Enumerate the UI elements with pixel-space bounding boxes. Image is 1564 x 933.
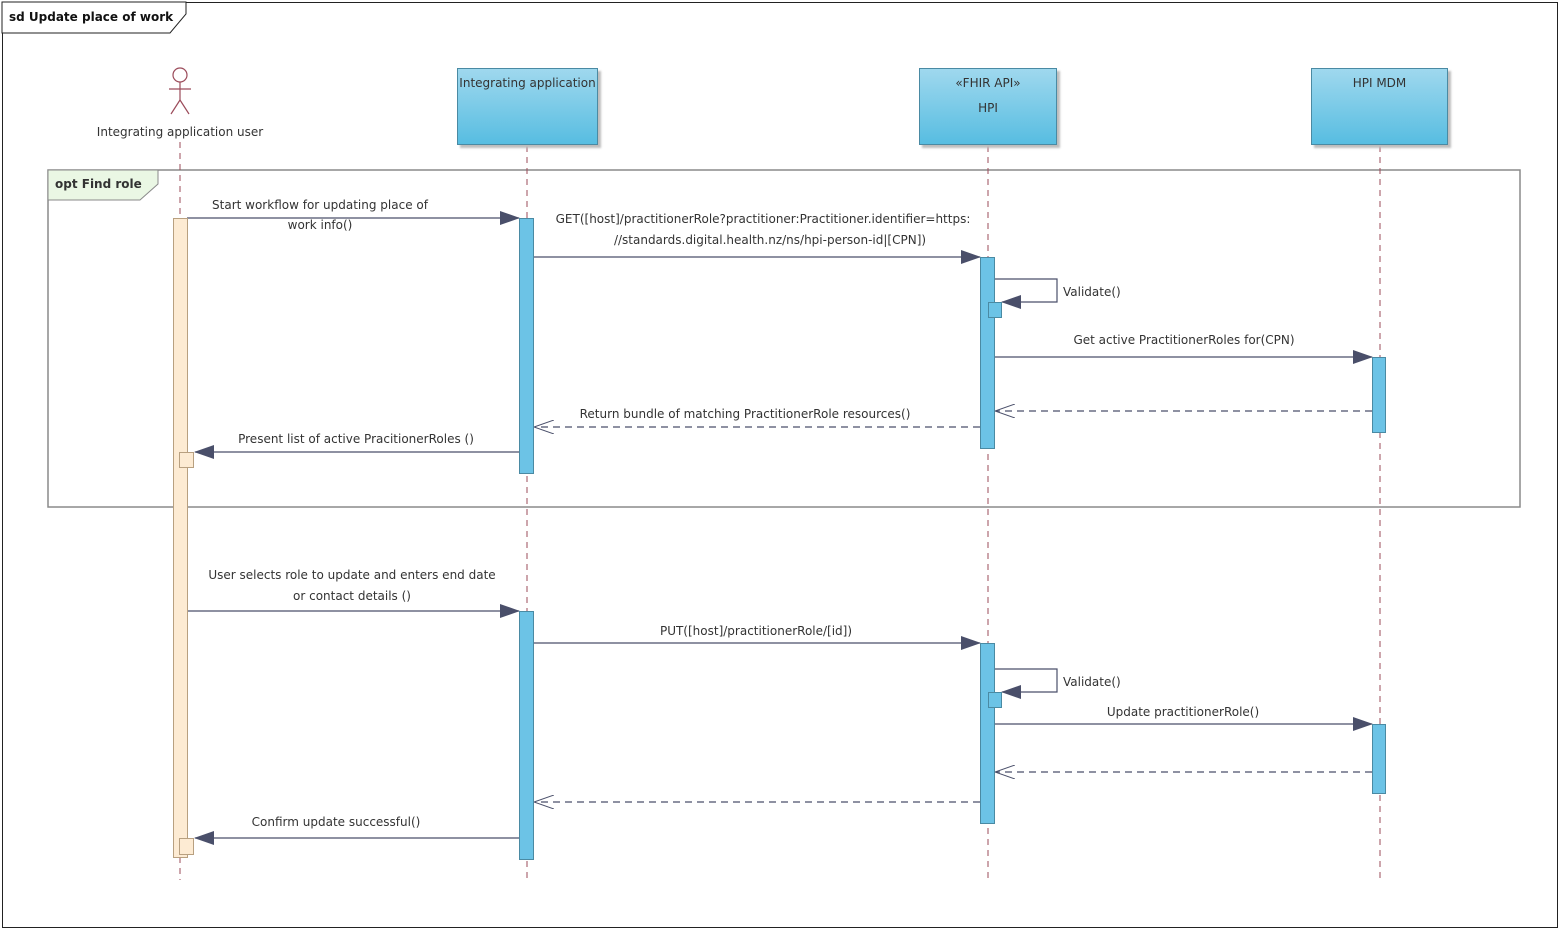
participant-hpi-mdm-label: HPI MDM (1352, 76, 1407, 90)
actor-user-label: Integrating application user (96, 125, 264, 139)
participant-hpi-label: HPI (978, 101, 998, 115)
activation-app-2 (519, 611, 534, 860)
diagram-title: sd Update place of work (9, 10, 174, 24)
participant-hpi-stereotype: «FHIR API» (955, 76, 1021, 90)
activation-user (173, 218, 188, 858)
msg-start-workflow-label-1: Start workflow for updating place of (212, 198, 428, 212)
msg-update-role-label: Update practitionerRole() (1106, 705, 1260, 719)
msg-validate-1 (995, 278, 1058, 309)
msg-put-label: PUT([host]/practitionerRole/[id]) (659, 624, 853, 638)
activation-app-1 (519, 218, 534, 474)
participant-hpi: «FHIR API» HPI (919, 68, 1057, 145)
msg-validate-2 (995, 668, 1058, 699)
msg-present-list-label: Present list of active PracitionerRoles … (238, 432, 474, 446)
msg-validate-2-label: Validate() (1063, 675, 1121, 689)
msg-user-selects-label-1: User selects role to update and enters e… (208, 568, 496, 582)
msg-validate-1-label: Validate() (1063, 285, 1121, 299)
opt-fragment-tab (47, 169, 159, 201)
msg-return-bundle-label: Return bundle of matching PractitionerRo… (579, 407, 911, 421)
activation-user-nested-1 (179, 452, 194, 468)
activation-hpi-self-1 (988, 302, 1002, 318)
participant-hpi-mdm: HPI MDM (1311, 68, 1448, 145)
title-tab (1, 1, 187, 34)
msg-get-label-1: GET([host]/practitionerRole?practitioner… (555, 212, 971, 226)
participant-integrating-app-label: Integrating application (459, 76, 596, 90)
actor-figure-icon (169, 67, 191, 115)
activation-hpi-1 (980, 257, 995, 449)
participant-integrating-app: Integrating application (457, 68, 598, 145)
opt-fragment (47, 169, 1521, 508)
msg-confirm-label: Confirm update successful() (251, 815, 421, 829)
activation-hpi-2 (980, 643, 995, 824)
msg-get-label-2: //standards.digital.health.nz/ns/hpi-per… (613, 233, 927, 247)
msg-start-workflow-label-2: work info() (287, 218, 353, 232)
activation-mdm-1 (1372, 357, 1386, 433)
msg-get-active-label: Get active PractitionerRoles for(CPN) (1073, 333, 1295, 347)
fragment-label: opt Find role (55, 177, 142, 191)
activation-mdm-2 (1372, 724, 1386, 794)
activation-hpi-self-2 (988, 692, 1002, 708)
msg-user-selects-label-2: or contact details () (293, 589, 411, 603)
activation-user-nested-2 (179, 838, 194, 855)
